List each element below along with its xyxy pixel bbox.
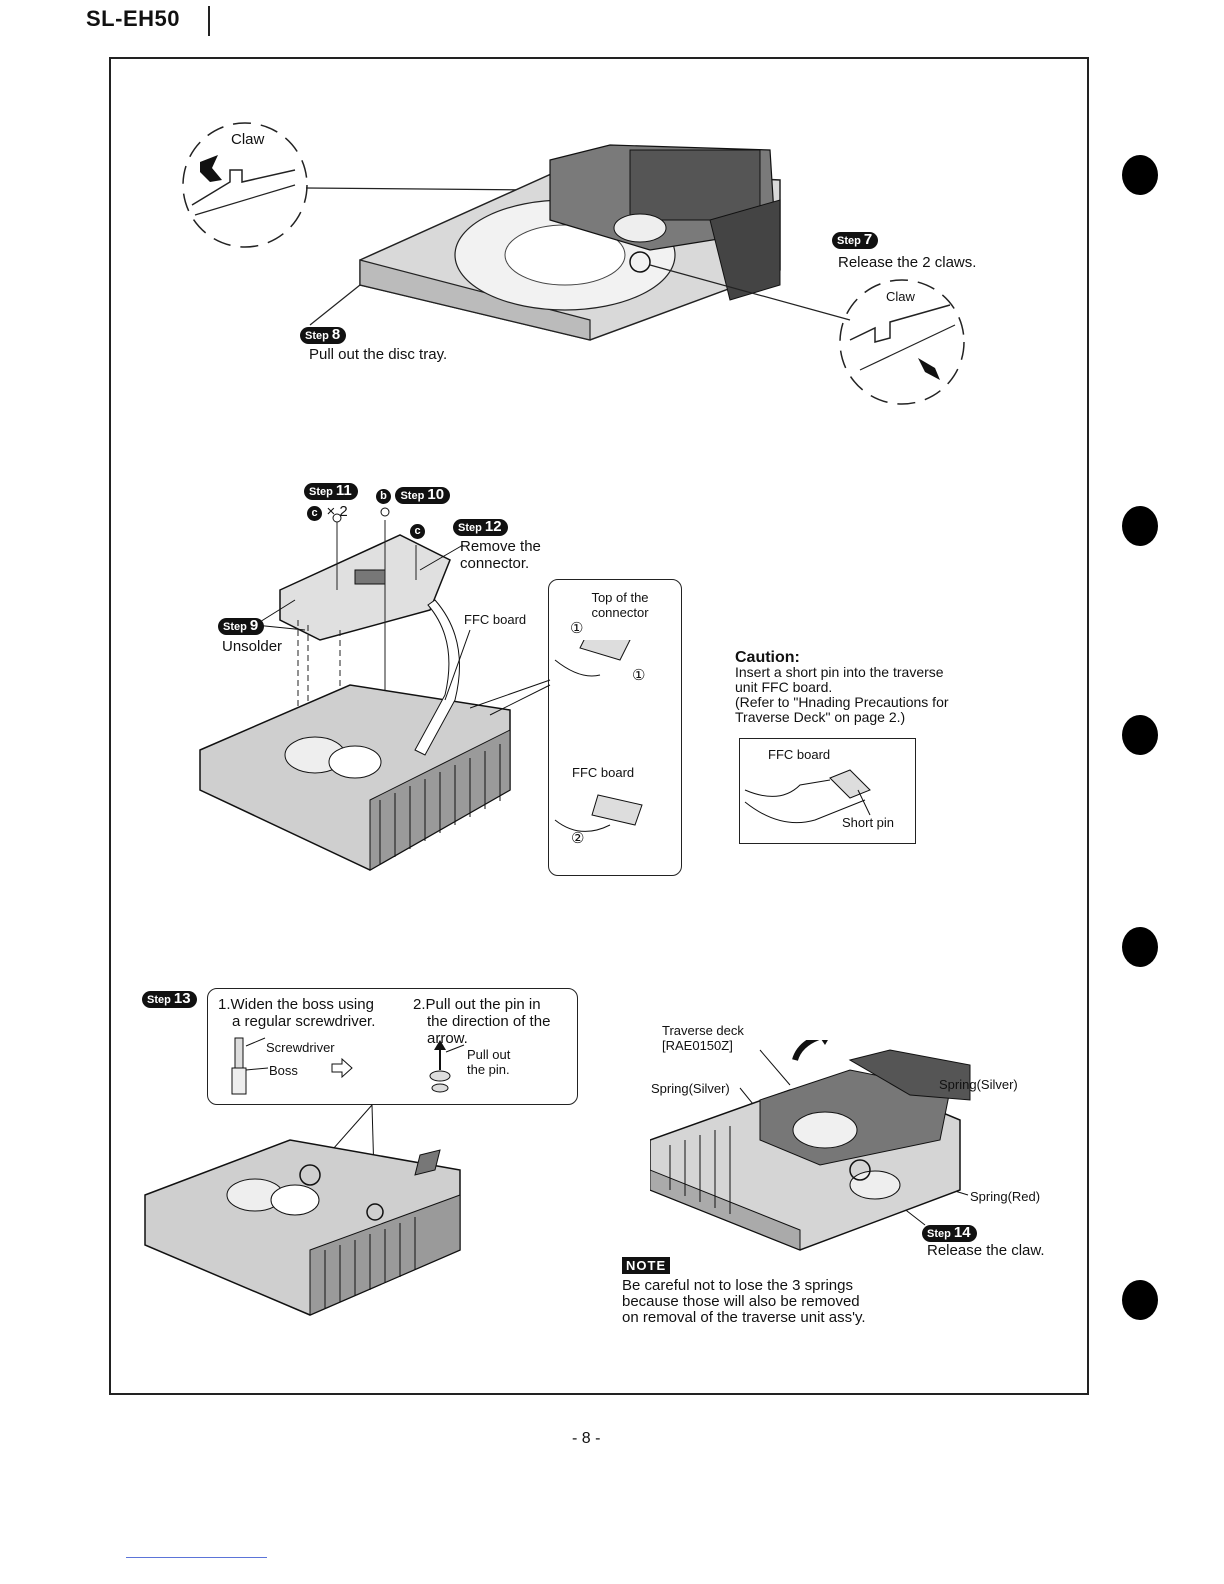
binder-hole-5 xyxy=(1122,1280,1158,1320)
note-badge: NOTE xyxy=(622,1257,671,1275)
spring-red-label: Spring(Red) xyxy=(970,1189,1041,1204)
screw-b-step10: b Step 10 xyxy=(376,486,451,504)
step9-instruction: Unsolder xyxy=(222,638,283,655)
step9-badge: Step 9 xyxy=(218,617,265,635)
screw-c-marker: c xyxy=(410,521,425,539)
inset-mark-1a: ① xyxy=(570,620,584,637)
connector-detail-graphics xyxy=(470,640,643,832)
step13-instruction-box xyxy=(207,988,578,1105)
bottom-rule xyxy=(126,1557,267,1558)
page-number: - 8 - xyxy=(572,1430,601,1447)
binder-hole-4 xyxy=(1122,927,1158,967)
step14-badge: Step 14 xyxy=(922,1224,977,1242)
header-divider xyxy=(208,6,210,36)
pull-pin-icon xyxy=(429,1040,465,1093)
step13-badge: Step 13 xyxy=(142,990,197,1008)
model-number: SL-EH50 xyxy=(86,6,180,31)
boss-label: Boss xyxy=(269,1063,298,1078)
spring-silver-right-label: Spring(Silver) xyxy=(939,1077,1018,1092)
caution-title: Caution: xyxy=(735,649,800,666)
step11-badge: Step 11 xyxy=(304,482,358,500)
screwdriver-boss-icon xyxy=(231,1037,353,1095)
traverse-deck-label: Traverse deck [RAE0150Z] xyxy=(662,1023,744,1053)
inset-top-title: Top of the connector xyxy=(591,590,649,620)
step7-instruction: Release the 2 claws. xyxy=(838,254,977,271)
inset-mark-2: ② xyxy=(571,830,585,847)
step12-instruction: Remove the connector. xyxy=(460,538,541,572)
claw-label-left: Claw xyxy=(231,131,265,148)
screwdriver-label: Screwdriver xyxy=(266,1040,335,1055)
binder-hole-2 xyxy=(1122,506,1158,546)
ffc-board-label: FFC board xyxy=(464,612,527,627)
short-pin-label: Short pin xyxy=(842,815,895,830)
spring-silver-left-label: Spring(Silver) xyxy=(651,1081,730,1096)
short-pin-box-ffc-label: FFC board xyxy=(768,747,831,762)
connector-detail-inset xyxy=(548,579,682,876)
step7-badge: Step 7 xyxy=(832,231,879,249)
step13-item1: 1.Widen the boss using a regular screwdr… xyxy=(218,996,376,1030)
traverse-unit-bottom-illustration xyxy=(144,1104,461,1316)
step13-item2: 2.Pull out the pin in the direction of t… xyxy=(413,996,551,1047)
caution-text: Insert a short pin into the traverse uni… xyxy=(735,664,949,725)
step8-instruction: Pull out the disc tray. xyxy=(309,346,448,363)
pull-out-label: Pull out the pin. xyxy=(467,1047,511,1077)
step12-badge: Step 12 xyxy=(453,518,508,536)
binder-hole-3 xyxy=(1122,715,1158,755)
claw-label-right: Claw xyxy=(886,289,915,304)
content-frame xyxy=(109,57,1089,1395)
short-pin-graphics xyxy=(744,769,871,824)
disc-tray-illustration xyxy=(182,122,965,405)
step14-instruction: Release the claw. xyxy=(927,1242,1045,1259)
traverse-deck-illustration xyxy=(650,1040,971,1251)
inset-mark-1b: ① xyxy=(632,667,646,684)
inset-ffc-board-label: FFC board xyxy=(572,765,635,780)
binder-hole-1 xyxy=(1122,155,1158,195)
traverse-unit-pcb-illustration xyxy=(199,507,511,871)
note-text: Be careful not to lose the 3 springs bec… xyxy=(622,1277,866,1326)
screw-c-times-2: c × 2 xyxy=(307,503,348,521)
step8-badge: Step 8 xyxy=(300,326,347,344)
short-pin-detail-box xyxy=(739,738,916,844)
